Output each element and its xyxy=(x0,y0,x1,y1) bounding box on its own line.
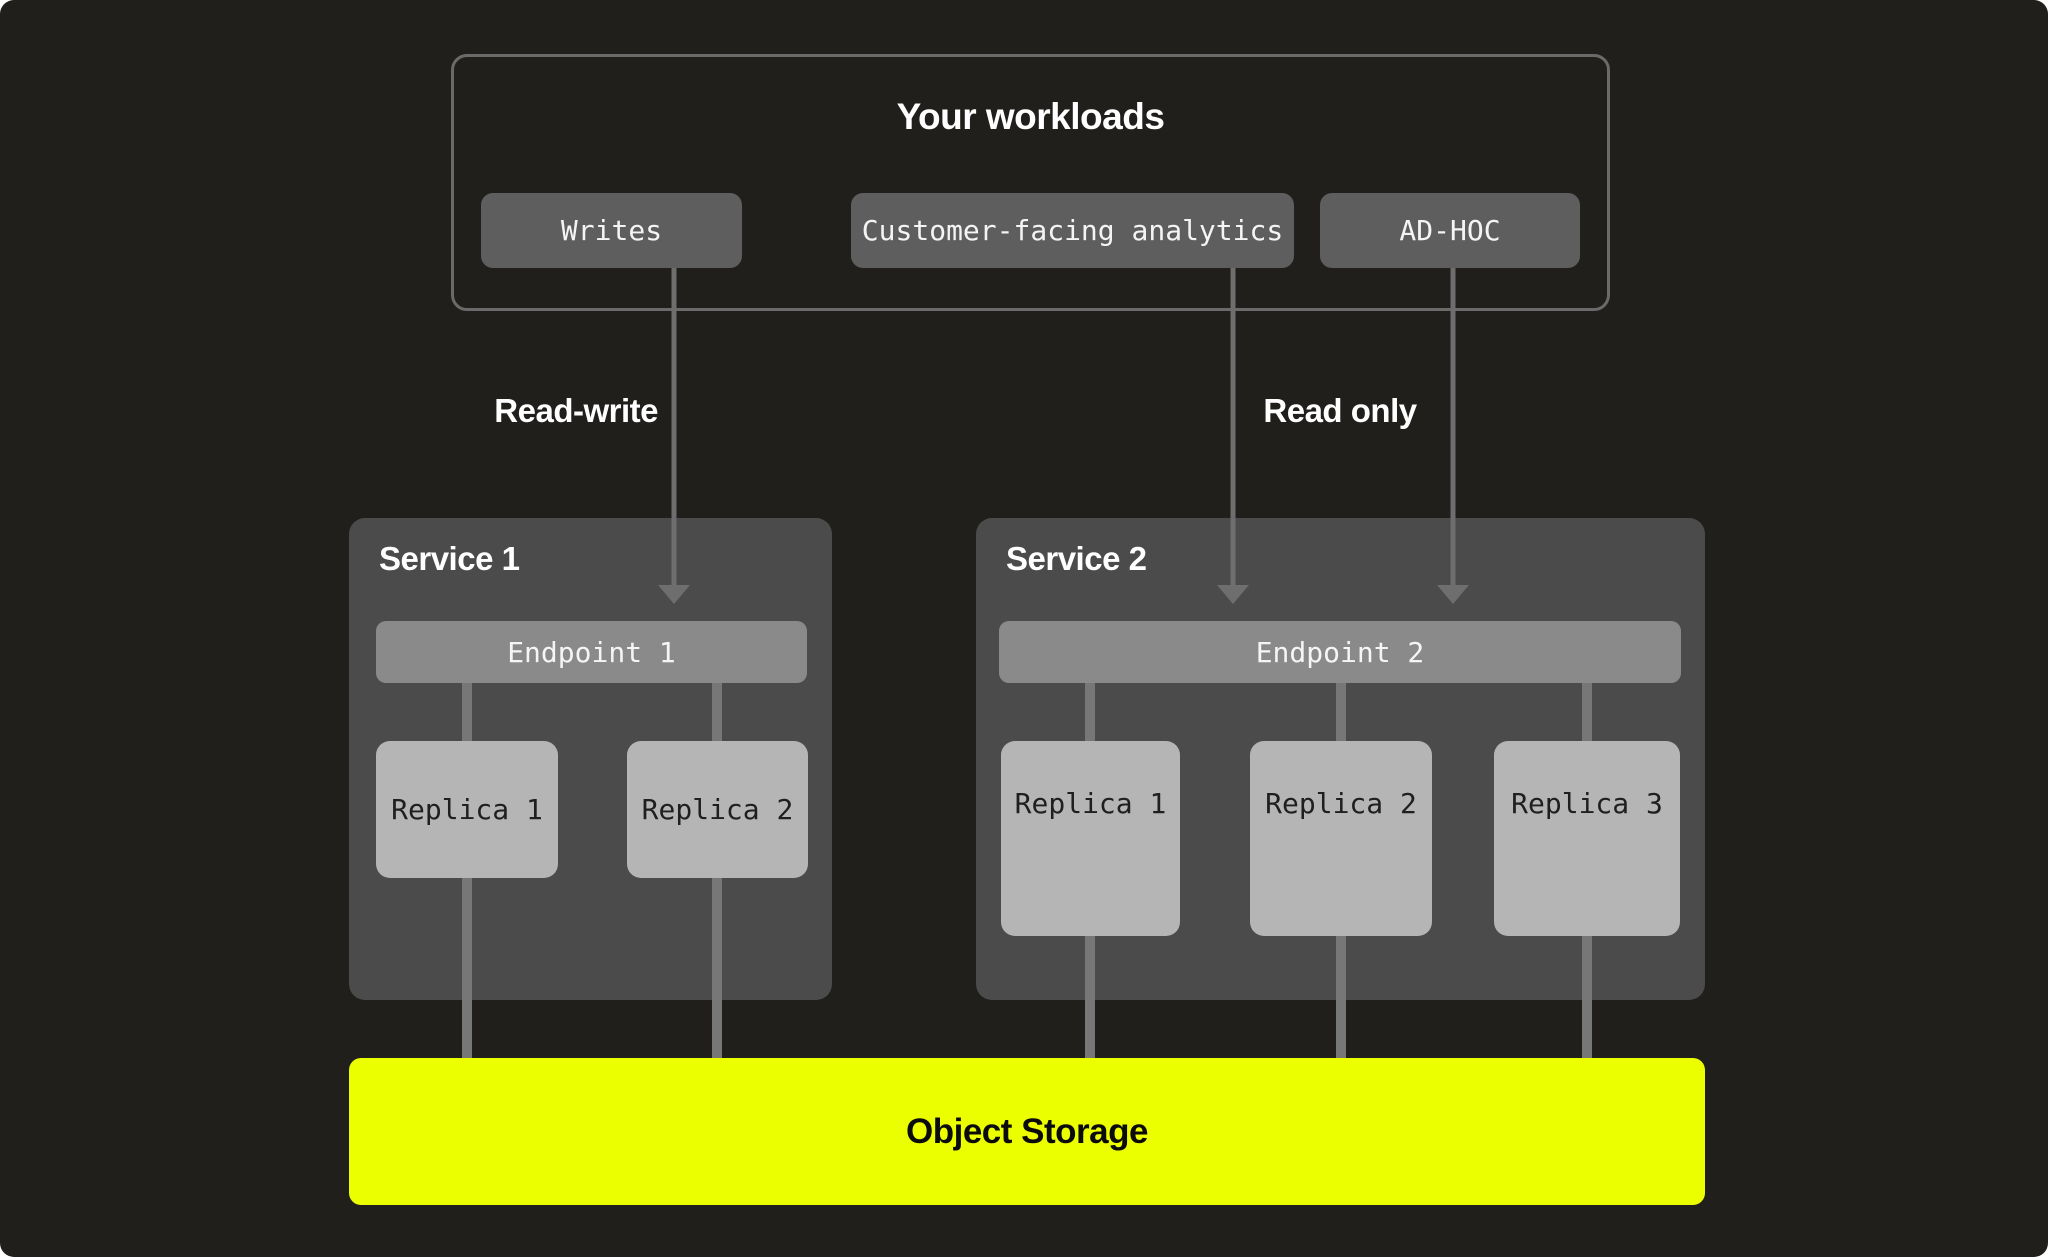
service-1-endpoint-label: Endpoint 1 xyxy=(507,635,676,669)
service-2-panel: Service 2 Endpoint 2 Replica 1 Replica 2… xyxy=(976,518,1705,1058)
workloads-title: Your workloads xyxy=(896,96,1165,137)
workloads-box: Your workloads Writes Customer-facing an… xyxy=(451,54,1610,311)
workload-chip-customer-facing-analytics: Customer-facing analytics xyxy=(851,193,1294,268)
service-1-title: Service 1 xyxy=(379,540,520,577)
workload-chip-writes: Writes xyxy=(481,193,742,268)
workload-chip-writes-label: Writes xyxy=(560,214,663,247)
service-1-panel: Service 1 Endpoint 1 Replica 1 Replica 2 xyxy=(349,518,832,1058)
workload-chip-ad-hoc: AD-HOC xyxy=(1320,193,1580,268)
service-2-title: Service 2 xyxy=(1006,540,1147,577)
service-2-replica-3-label: Replica 3 xyxy=(1511,787,1663,820)
service-1-replica-2: Replica 2 xyxy=(627,741,808,878)
object-storage-label: Object Storage xyxy=(906,1111,1148,1151)
service-2-replica-1: Replica 1 xyxy=(1001,741,1180,936)
service-1-replica-1: Replica 1 xyxy=(376,741,558,878)
service-2-replica-2-label: Replica 2 xyxy=(1265,787,1417,820)
read-only-label: Read only xyxy=(1263,392,1417,429)
workload-chip-customer-facing-analytics-label: Customer-facing analytics xyxy=(861,214,1284,247)
service-2-replica-2: Replica 2 xyxy=(1250,741,1432,936)
service-2-endpoint-label: Endpoint 2 xyxy=(1255,635,1425,669)
service-2-endpoint: Endpoint 2 xyxy=(999,621,1681,683)
service-2-replica-3: Replica 3 xyxy=(1494,741,1680,936)
read-write-label: Read-write xyxy=(494,392,658,429)
workload-chip-ad-hoc-label: AD-HOC xyxy=(1399,214,1501,247)
service-1-replica-2-label: Replica 2 xyxy=(641,793,794,826)
service-1-endpoint: Endpoint 1 xyxy=(376,621,807,683)
service-2-replica-1-label: Replica 1 xyxy=(1014,787,1167,820)
service-1-replica-1-label: Replica 1 xyxy=(391,793,543,826)
object-storage-bar: Object Storage xyxy=(349,1058,1705,1205)
